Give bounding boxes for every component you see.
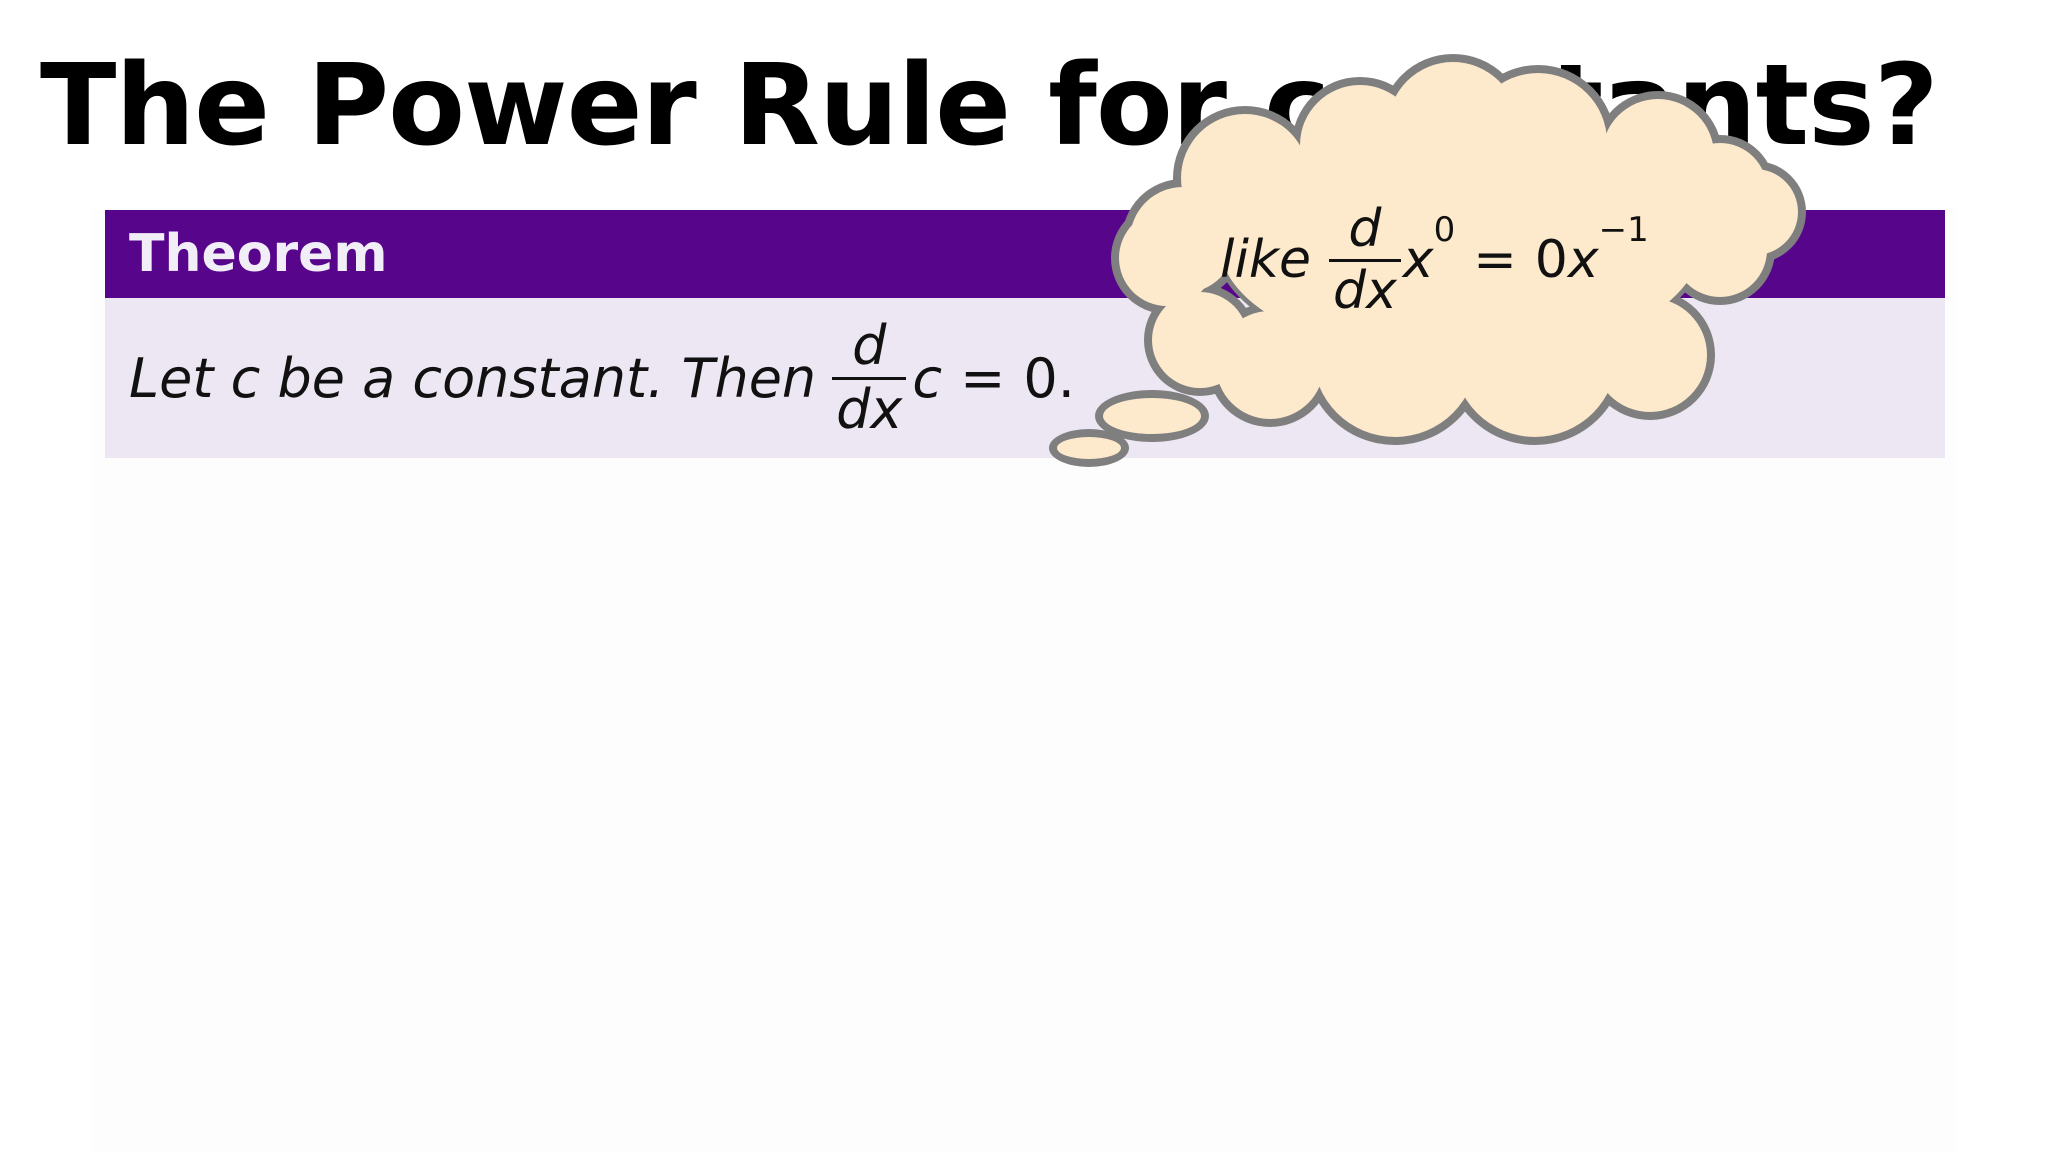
thought-fraction-numerator: d <box>1348 198 1382 259</box>
fraction-numerator: d <box>852 313 887 377</box>
theorem-body: Let c be a constant. Then d dx c = 0. <box>105 298 1945 458</box>
constant-variable: c <box>912 346 943 410</box>
theorem-text: Let c be a constant. Then <box>129 346 817 410</box>
thought-equals-sign: = <box>1473 230 1517 290</box>
equals-sign: = <box>960 346 1006 410</box>
thought-fraction-denominator: dx <box>1329 258 1401 319</box>
theorem-block: Theorem Let c be a constant. Then d dx c… <box>105 210 1945 458</box>
thought-coefficient: 0 <box>1534 230 1568 290</box>
thought-prefix: like <box>1220 230 1311 290</box>
theorem-header: Theorem <box>105 210 1945 298</box>
fraction-denominator: dx <box>832 376 907 439</box>
thought-derivative-operator: d dx <box>1329 202 1401 318</box>
derivative-operator: d dx <box>832 313 907 439</box>
thought-result-variable: x <box>1567 230 1599 290</box>
thought-base-variable: x <box>1402 230 1434 290</box>
theorem-result: 0. <box>1023 346 1075 410</box>
theorem-statement: Let c be a constant. Then d dx c = 0. <box>129 298 1075 458</box>
slide-title: The Power Rule for constants? <box>40 41 1939 171</box>
